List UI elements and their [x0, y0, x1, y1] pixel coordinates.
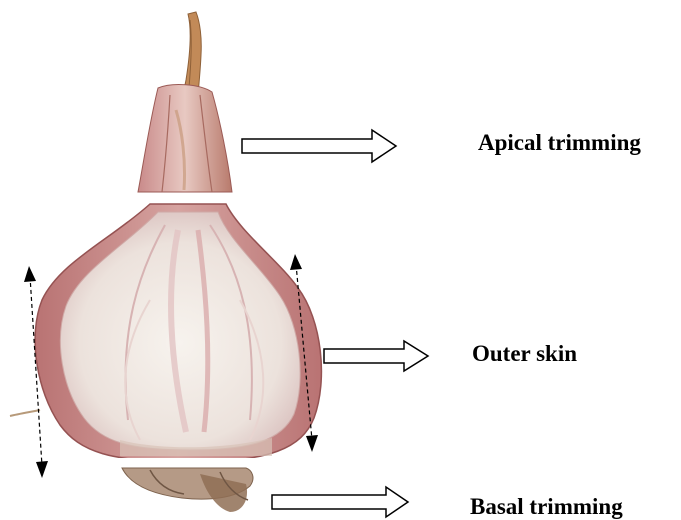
basal-pointer-arrow [272, 487, 408, 517]
onion-bulb [35, 204, 321, 462]
basal-trim-line [98, 458, 270, 466]
basal-root-plate [122, 468, 253, 512]
apical-pointer-arrow [242, 130, 396, 162]
root-hair-left [10, 410, 40, 416]
apical-trim-line [130, 193, 240, 201]
outer-skin-label: Outer skin [472, 342, 577, 365]
outer-skin-pointer-arrow [324, 341, 428, 371]
basal-trimming-label: Basal trimming [470, 495, 623, 518]
apical-trimming-label: Apical trimming [478, 131, 641, 154]
onion-neck [138, 85, 232, 192]
